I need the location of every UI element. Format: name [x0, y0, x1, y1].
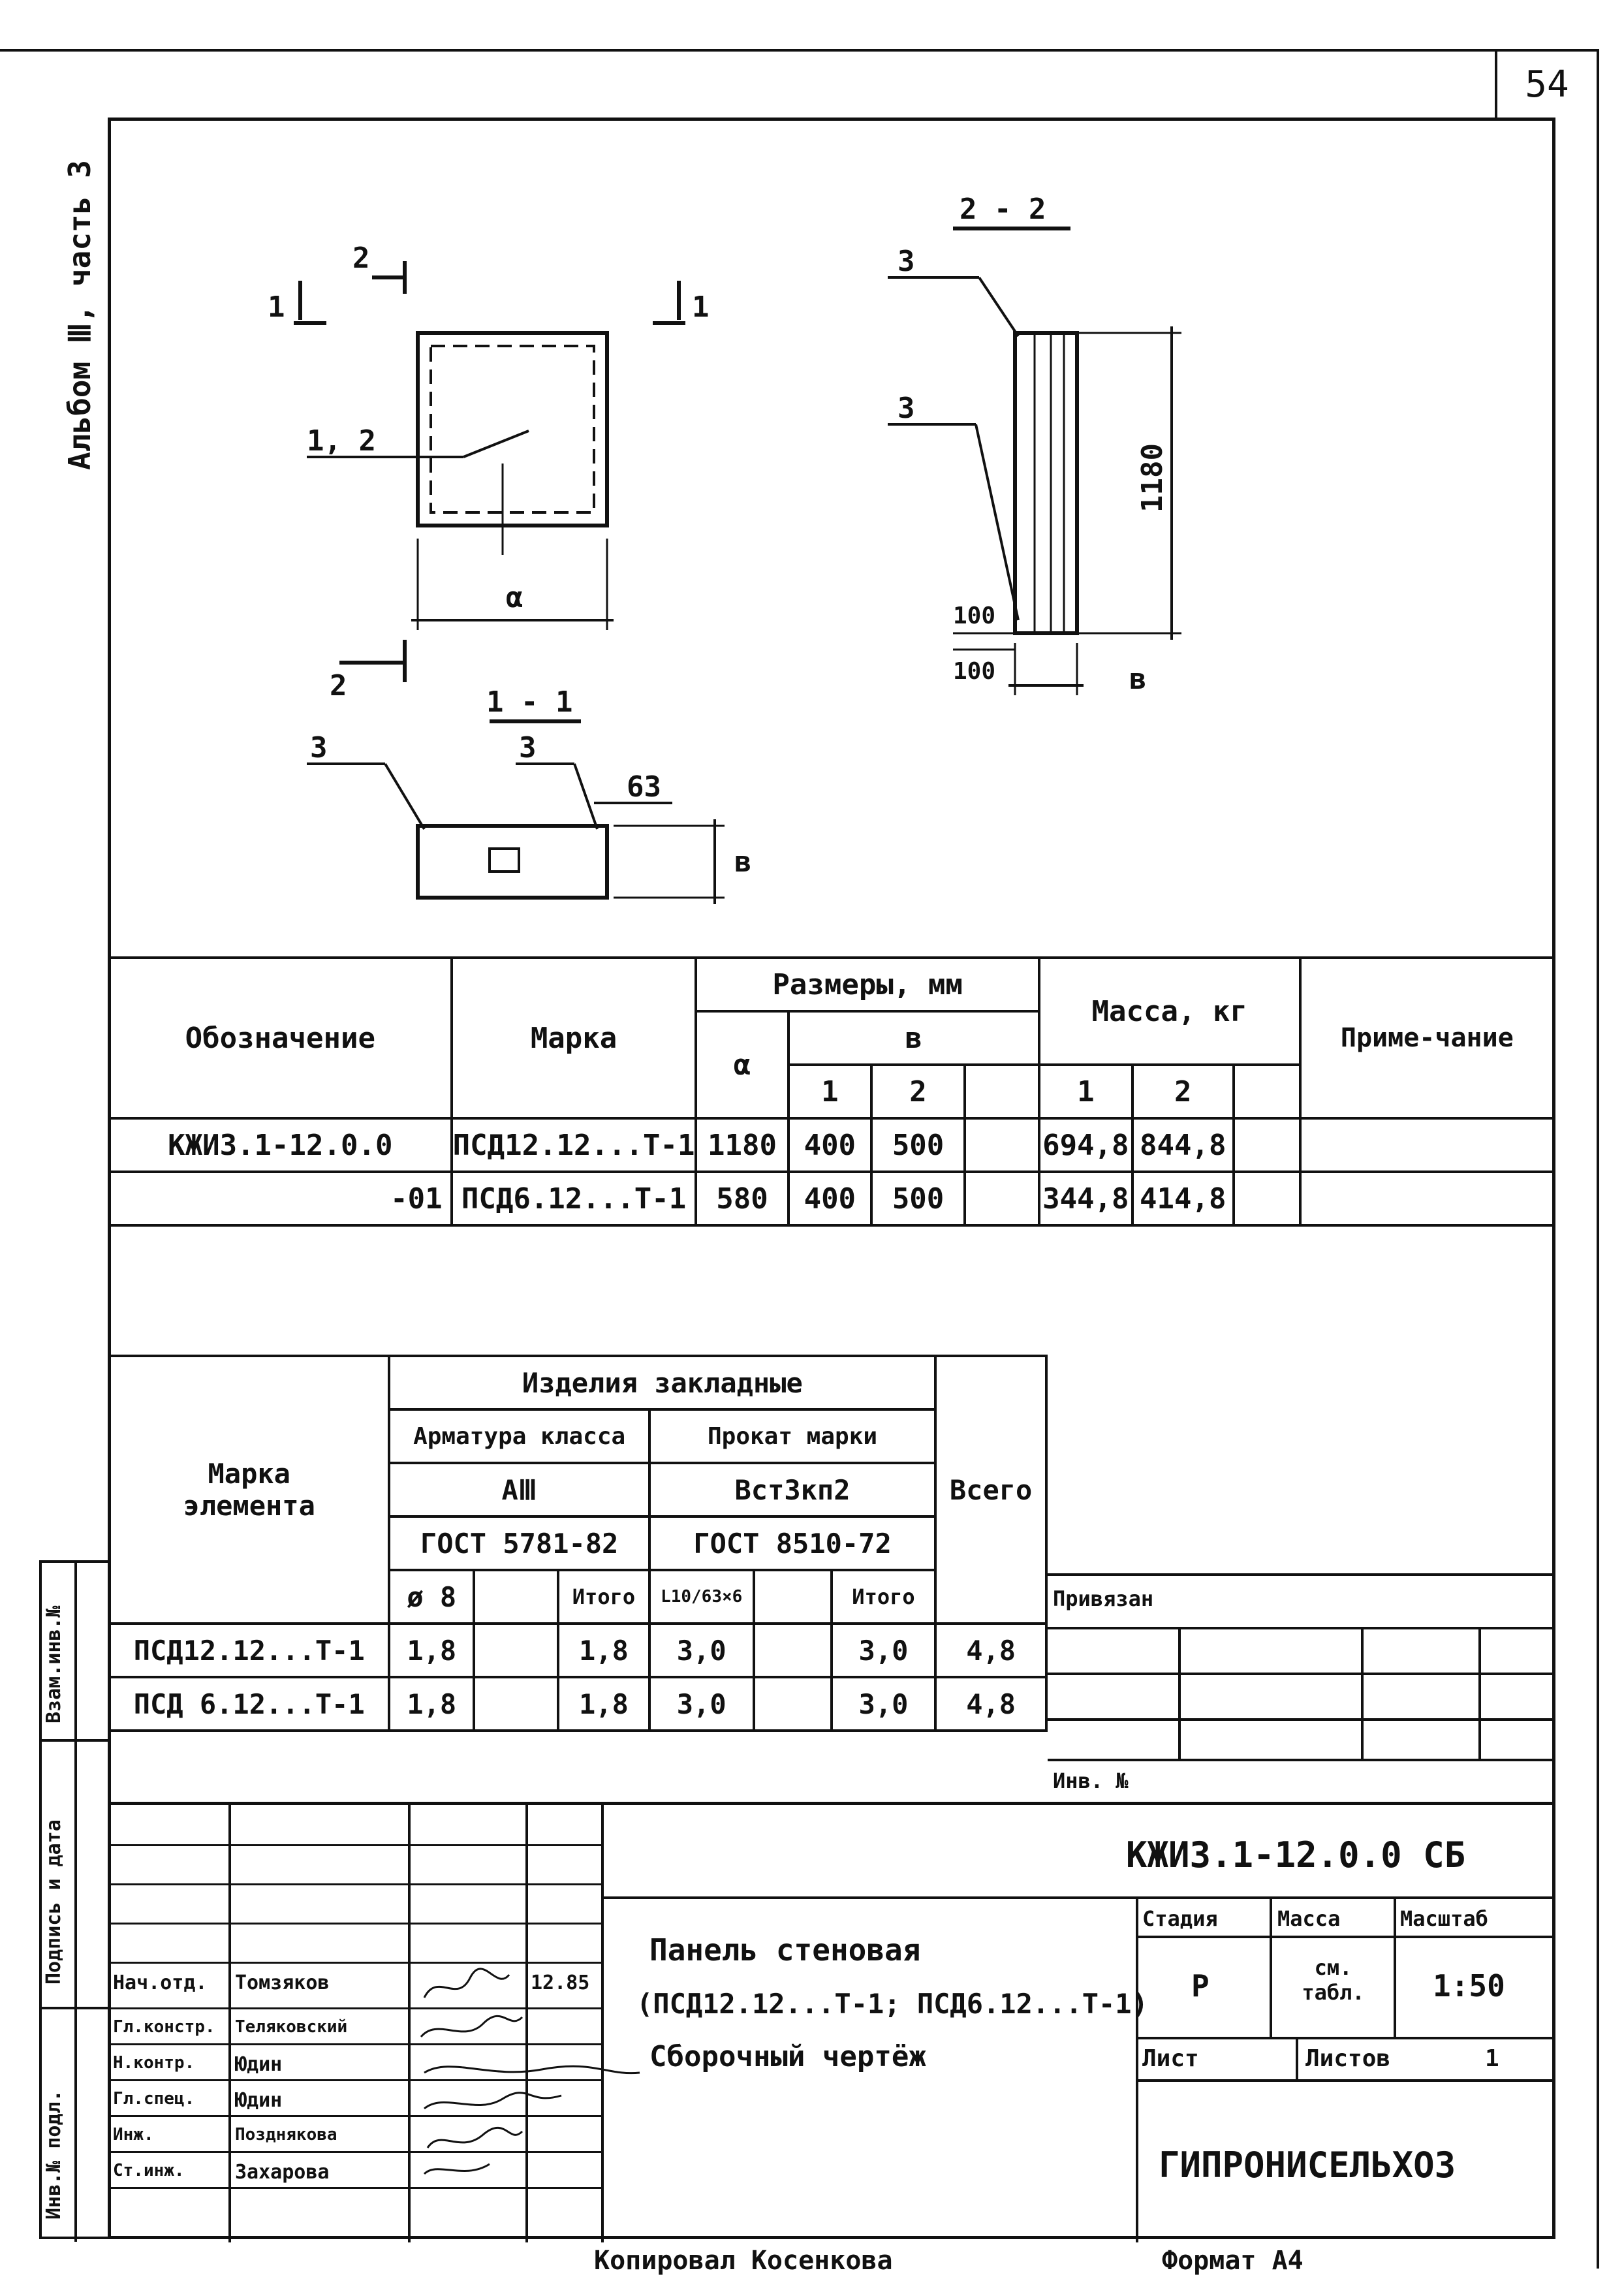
side-field-signature: Подпись и дата	[42, 1819, 65, 1985]
stage-label: Стадия	[1142, 1906, 1218, 1931]
album-label: Альбом Ⅲ, часть 3	[62, 160, 97, 470]
svg-text:1: 1	[692, 291, 710, 324]
inv-no-label: Инв. №	[1053, 1768, 1129, 1793]
svg-text:3: 3	[898, 245, 915, 278]
person-row: Ст.инж.	[113, 2161, 185, 2180]
person-name: Теляковский	[235, 2017, 348, 2037]
privyazan-label: Привязан	[1053, 1586, 1154, 1611]
svg-text:2 - 2: 2 - 2	[960, 193, 1046, 226]
svg-text:в: в	[1129, 663, 1147, 696]
privyazan-block: Привязан Инв. №	[1048, 1573, 1555, 1802]
col-b1: 1	[787, 1063, 873, 1120]
scale-value: 1:50	[1433, 1968, 1505, 2003]
date: 12.85	[531, 1972, 590, 1994]
col-total: Всего	[934, 1355, 1048, 1625]
title-block: Нач.отд. Томзяков Гл.констр. Теляковский…	[108, 1802, 1555, 2242]
stage-value: Р	[1191, 1968, 1210, 2003]
person-name: Позднякова	[235, 2125, 337, 2145]
side-field-replace: Взам.инв.№	[42, 1605, 65, 1723]
svg-text:α: α	[506, 581, 523, 614]
right-border	[1597, 49, 1599, 2269]
sheet-format: Формат А4	[1162, 2246, 1304, 2276]
svg-text:2: 2	[352, 242, 370, 275]
assembly-drawing: 1 1 2 2 1, 2 α 2 - 2 3 3 в 100 100 1 - 1…	[268, 193, 1181, 904]
col-m2: 2	[1131, 1063, 1235, 1120]
svg-text:в: в	[734, 845, 752, 879]
col-element: Марка элемента	[107, 1355, 391, 1625]
svg-text:2: 2	[330, 669, 347, 702]
svg-text:3: 3	[310, 731, 328, 764]
table-row: -01 ПСД6.12...Т-1 580 400 500 344,8 414,…	[108, 1171, 1556, 1227]
sheets-value: 1	[1485, 2045, 1499, 2072]
specification-table: Обозначение Марка Размеры, мм Масса, кг …	[108, 956, 1556, 1227]
organization: ГИПРОНИСЕЛЬХОЗ	[1159, 2145, 1456, 2186]
person-row: Нач.отд.	[113, 1972, 208, 1994]
col-mark: Марка	[450, 956, 698, 1120]
svg-text:3: 3	[519, 731, 537, 764]
col-sizes: Размеры, мм	[695, 956, 1040, 1013]
svg-text:1: 1	[268, 291, 285, 324]
doc-code: КЖИ3.1-12.0.0 СБ	[1126, 1834, 1466, 1876]
signatures	[420, 1968, 640, 2175]
svg-text:100: 100	[953, 658, 995, 685]
table-row: КЖИ3.1-12.0.0 ПСД12.12...Т-1 1180 400 50…	[108, 1117, 1556, 1173]
scale-label: Масштаб	[1400, 1906, 1488, 1931]
svg-text:1 - 1: 1 - 1	[486, 685, 572, 719]
col-b: в	[787, 1010, 1040, 1066]
svg-text:1, 2: 1, 2	[307, 424, 376, 458]
svg-text:1180: 1180	[1136, 443, 1169, 512]
table-row: ПСД 6.12...Т-1 1,8 1,8 3,0 3,0 4,8	[107, 1676, 1048, 1732]
person-row: Н.контр.	[113, 2053, 195, 2073]
col-designation: Обозначение	[108, 956, 453, 1120]
person-name: Юдин	[235, 2053, 283, 2076]
mass-value: см. табл.	[1302, 1955, 1365, 2005]
page-number: 54	[1495, 49, 1599, 118]
sheets-label: Листов	[1305, 2045, 1391, 2072]
person-name: Юдин	[235, 2089, 283, 2112]
col-mass: Масса, кг	[1037, 956, 1302, 1066]
col-note: Приме-чание	[1298, 956, 1556, 1120]
person-name: Томзяков	[235, 1972, 330, 1994]
sheet-label: Лист	[1142, 2045, 1199, 2072]
side-strip	[39, 1560, 110, 2242]
title-line2: (ПСД12.12...Т-1; ПСД6.12...Т-1)	[636, 1988, 1148, 2020]
table-row: ПСД12.12...Т-1 1,8 1,8 3,0 3,0 4,8	[107, 1622, 1048, 1678]
top-border	[0, 49, 1599, 52]
svg-text:63: 63	[627, 770, 661, 804]
person-name: Захарова	[235, 2161, 330, 2184]
title-line1: Панель стеновая	[649, 1932, 921, 1968]
copied-by: Копировал Косенкова	[594, 2246, 893, 2276]
col-items: Изделия закладные	[388, 1355, 937, 1411]
embedded-items-table: Марка элемента Изделия закладные Всего А…	[107, 1355, 1048, 1732]
mass-label: Масса	[1277, 1906, 1341, 1931]
svg-text:100: 100	[953, 603, 995, 629]
person-row: Гл.спец.	[113, 2089, 195, 2109]
svg-text:3: 3	[898, 392, 915, 425]
person-row: Инж.	[113, 2125, 154, 2145]
col-a: α	[695, 1010, 790, 1120]
side-field-inv: Инв.№ подл.	[42, 2090, 65, 2220]
title-line3: Сборочный чертёж	[649, 2040, 926, 2073]
person-row: Гл.констр.	[113, 2017, 215, 2037]
col-b2: 2	[870, 1063, 967, 1120]
col-m1: 1	[1037, 1063, 1134, 1120]
